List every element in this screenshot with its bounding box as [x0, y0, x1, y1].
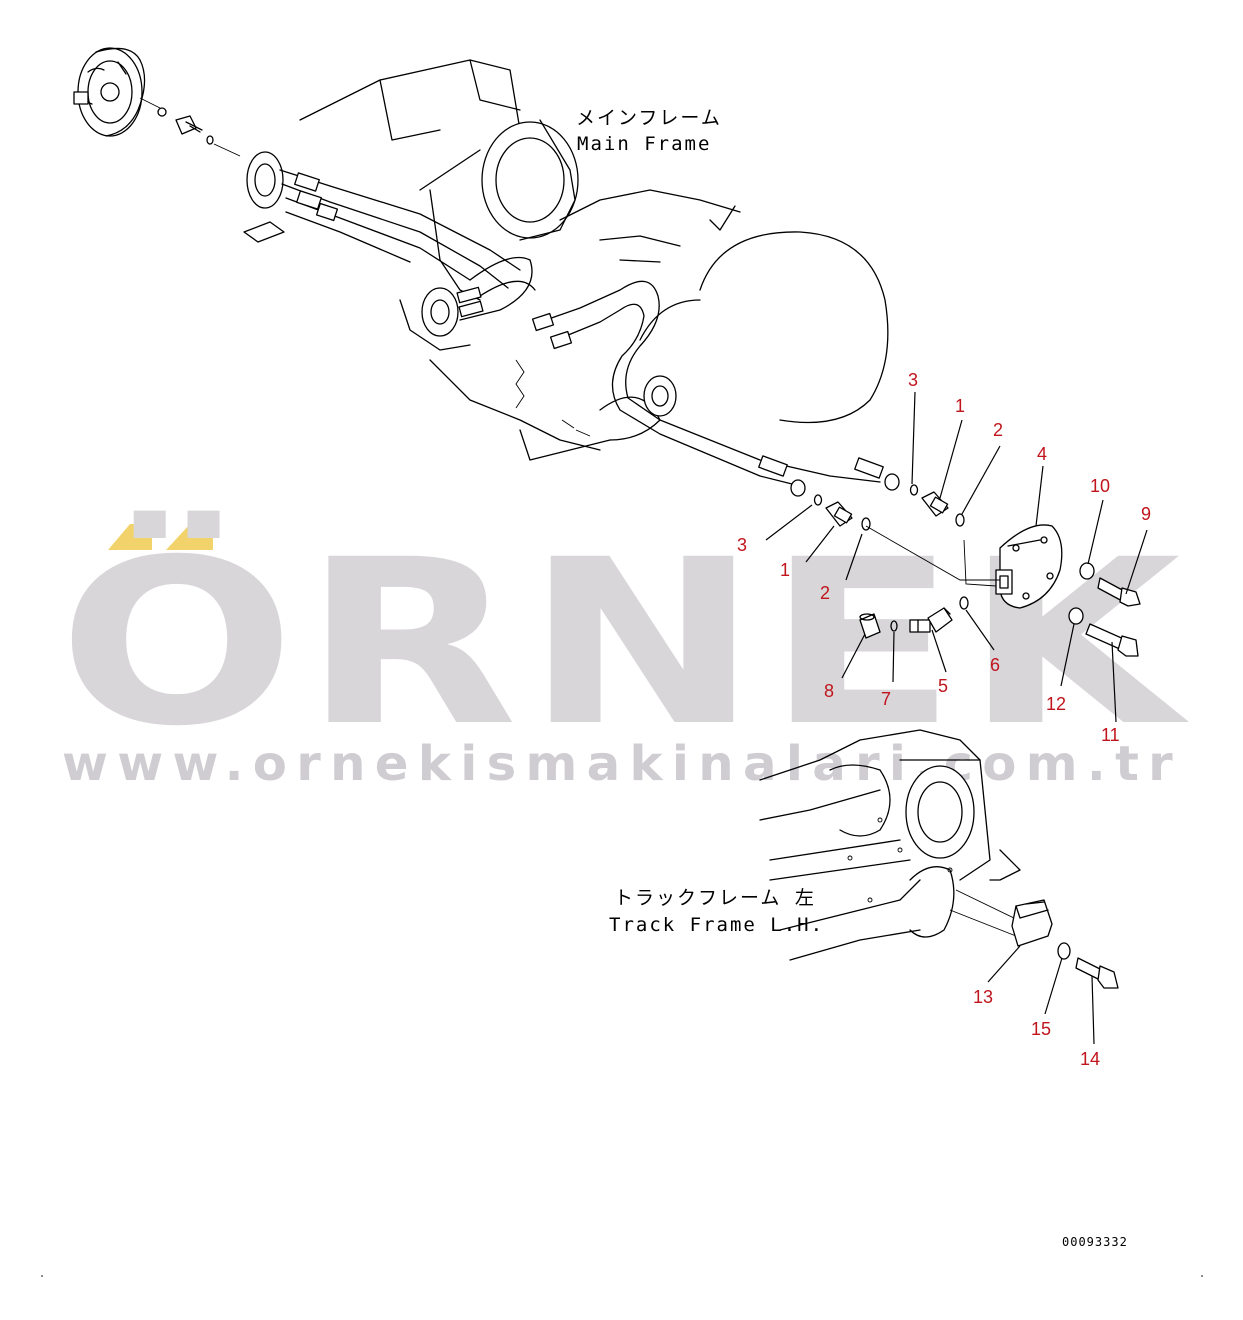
drawing-code: 00093332 — [1062, 1235, 1128, 1249]
leader-lines — [765, 391, 1148, 1045]
motor-disc — [73, 47, 161, 137]
o-ring-3-lower — [813, 494, 823, 506]
o-ring-2-upper — [955, 513, 965, 527]
callout-numbers: 3 1 2 4 10 9 3 1 2 8 7 5 6 12 11 13 15 1… — [737, 370, 1151, 1069]
callout-13: 13 — [973, 987, 993, 1007]
main-frame-label-jp: メインフレーム — [576, 107, 722, 129]
callout-11: 11 — [1101, 725, 1120, 745]
callout-2-upper: 2 — [993, 420, 1003, 440]
middle-flange — [421, 286, 484, 337]
callout-12: 12 — [1046, 694, 1066, 714]
o-ring-7 — [890, 620, 898, 632]
track-frame-label-en: Track Frame L.H. — [609, 914, 824, 936]
callout-15: 15 — [1031, 1019, 1051, 1039]
callout-2-lower: 2 — [820, 583, 830, 603]
main-frame-drawing — [73, 47, 900, 497]
exploded-parts — [813, 484, 1141, 657]
watermark-accent-left — [108, 524, 152, 550]
bolt-14 — [1075, 957, 1119, 989]
callout-1-upper: 1 — [955, 396, 965, 416]
fitting-1-upper — [921, 491, 949, 517]
upper-flange — [243, 151, 285, 243]
o-ring-2-lower — [861, 517, 871, 531]
callout-9: 9 — [1141, 504, 1151, 524]
fitting-1-lower — [825, 501, 853, 527]
nut-8 — [859, 613, 881, 639]
callout-8: 8 — [824, 681, 834, 701]
main-frame-label-en: Main Frame — [577, 133, 711, 155]
callout-1-lower: 1 — [780, 560, 790, 580]
captions: メインフレーム Main Frame トラックフレーム 左 Track Fram… — [576, 107, 1128, 1249]
callout-4: 4 — [1037, 444, 1047, 464]
watermark: ÖRNEK www.ornekismakinalari.com.tr — [58, 510, 1190, 792]
bolt-11 — [1085, 623, 1139, 657]
watermark-url: www.ornekismakinalari.com.tr — [62, 736, 1182, 792]
bolt-9 — [1097, 577, 1141, 607]
block-4 — [995, 524, 1063, 609]
washer-15 — [1057, 942, 1071, 960]
fitting-upper-left — [175, 115, 203, 135]
track-frame-label-jp: トラックフレーム 左 — [614, 887, 816, 909]
o-ring-3-upper — [909, 484, 919, 496]
return-hoses — [531, 280, 900, 497]
o-ring-6 — [959, 596, 969, 610]
callout-7: 7 — [881, 689, 891, 709]
washer-10 — [1079, 562, 1095, 580]
bracket-13 — [1011, 899, 1053, 947]
corner-dot-right — [1201, 1275, 1203, 1277]
callout-3-upper: 3 — [908, 370, 918, 390]
track-frame-drawing — [759, 729, 1119, 989]
main-hoses — [279, 169, 536, 321]
callout-5: 5 — [938, 676, 948, 696]
callout-10: 10 — [1090, 476, 1110, 496]
corner-dot-left — [41, 1275, 43, 1277]
callout-6: 6 — [990, 655, 1000, 675]
callout-14: 14 — [1080, 1049, 1100, 1069]
callout-3-lower: 3 — [737, 535, 747, 555]
elbow-5 — [909, 607, 953, 633]
watermark-brand: ÖRNEK — [58, 510, 1190, 776]
washer-12 — [1068, 607, 1084, 625]
watermark-accent-right — [166, 524, 213, 550]
